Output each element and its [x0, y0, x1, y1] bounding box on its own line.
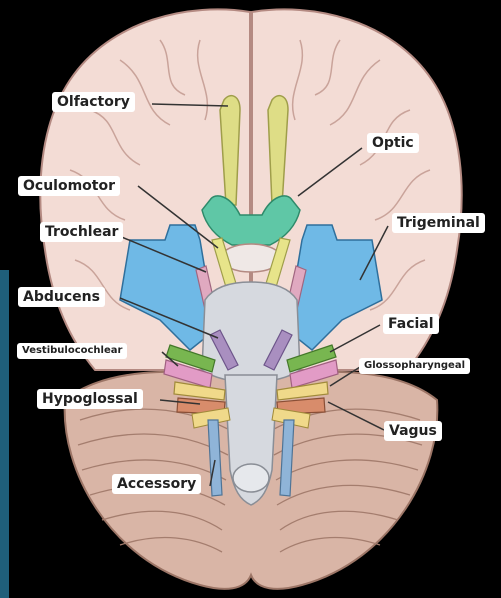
label-vagus: Vagus: [384, 421, 442, 441]
label-trochlear: Trochlear: [40, 222, 123, 242]
spinal-cord-section: [233, 464, 269, 492]
label-olfactory: Olfactory: [52, 92, 135, 112]
label-vestibulocochlear: Vestibulocochlear: [17, 343, 127, 359]
label-accessory: Accessory: [112, 474, 201, 494]
label-abducens: Abducens: [18, 287, 105, 307]
label-trigeminal: Trigeminal: [392, 213, 485, 233]
label-hypoglossal: Hypoglossal: [37, 389, 143, 409]
label-glossopharyngeal: Glossopharyngeal: [359, 358, 470, 374]
label-oculomotor: Oculomotor: [18, 176, 120, 196]
label-facial: Facial: [383, 314, 439, 334]
label-optic: Optic: [367, 133, 419, 153]
